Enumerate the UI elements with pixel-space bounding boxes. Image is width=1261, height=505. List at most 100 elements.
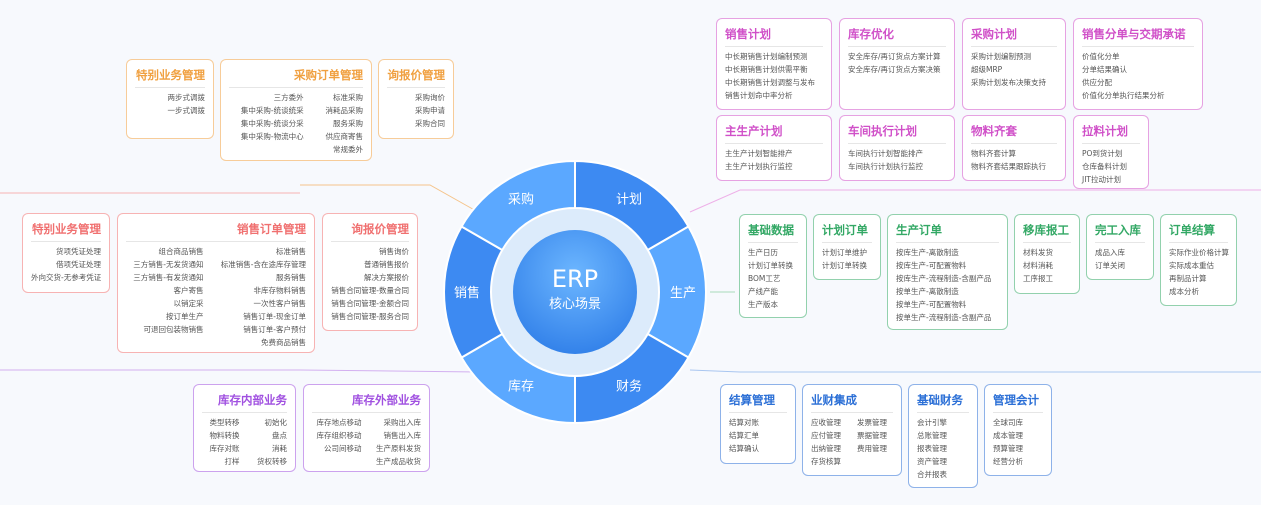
module-item: 销售出入库 — [383, 431, 422, 440]
module-item: 订单关闭 — [1095, 261, 1125, 270]
module-item: 消耗品采购 — [325, 106, 364, 115]
module-item: 按单生产-离散制造 — [896, 287, 959, 296]
module-item: 采购计划发布决策支持 — [971, 78, 1046, 87]
module-title: 采购计划 — [971, 26, 1057, 47]
module-sales-special: 特别业务管理 货项凭证处理借项凭证处理外向交货-无参考凭证 — [22, 213, 110, 293]
segment-layer — [443, 159, 707, 425]
module-items: 货项凭证处理借项凭证处理外向交货-无参考凭证 — [31, 247, 101, 282]
module-items: 全球司库成本管理预算管理经营分析 — [993, 418, 1043, 466]
module-item: 销售计划命中率分析 — [725, 91, 793, 100]
module-item: 集中采购-物流中心 — [240, 132, 304, 141]
center-title: ERP — [552, 265, 598, 293]
module-item: 应收管理 — [811, 418, 841, 427]
module-title: 销售订单管理 — [126, 221, 306, 242]
module-item: 再制品计算 — [1169, 274, 1207, 283]
module-item: 产线产能 — [748, 287, 778, 296]
module-items: 类型转移初始化物料转换盘点库存对账消耗打样货权转移 — [202, 418, 288, 466]
module-item: 按库生产-流程制造-含副产品 — [896, 274, 992, 283]
module-item: 按单生产-可配置物料 — [896, 300, 967, 309]
connector-finance — [689, 369, 1261, 373]
module-title: 业财集成 — [811, 392, 893, 413]
module-items: 成品入库订单关闭 — [1095, 248, 1145, 270]
module-item: 材料发货 — [1023, 248, 1053, 257]
module-item: 标准采购 — [333, 93, 363, 102]
module-purchase-order: 采购订单管理 三方委外标准采购集中采购-统谈统采消耗品采购集中采购-统谈分采服务… — [220, 59, 372, 161]
module-inventory-external: 库存外部业务 库存地点移动采购出入库库存组织移动销售出入库公司间移动生产原料发货… — [303, 384, 430, 472]
module-item: 一步式调拨 — [167, 106, 206, 115]
module-plan-sales: 销售计划 中长期销售计划编制预测中长期销售计划供需平衡中长期销售计划调整与发布销… — [716, 18, 832, 110]
module-item: 三方销售-无发货通知 — [133, 260, 204, 269]
module-purchase-inquiry: 询报价管理 采购询价采购申请采购合同 — [378, 59, 454, 139]
module-item: 出纳管理 — [811, 444, 841, 453]
module-title: 车间执行计划 — [848, 123, 946, 144]
module-items: 安全库存/再订货点方案计算安全库存/再订货点方案决策 — [848, 52, 946, 74]
module-item: 物料转换 — [209, 431, 240, 440]
module-item: 供应分配 — [1082, 78, 1112, 87]
module-sales-inquiry: 询报价管理 销售询价普通销售报价解决方案报价销售合同管理-数量合同销售合同管理-… — [322, 213, 418, 331]
module-item: 采购申请 — [415, 106, 445, 115]
module-item: 常规委外 — [333, 145, 363, 154]
module-item: 实际成本重估 — [1169, 261, 1214, 270]
module-title: 询报价管理 — [331, 221, 409, 242]
module-items: 物料齐套计算物料齐套结果跟踪执行 — [971, 149, 1057, 171]
module-item: 按库生产-可配置物料 — [896, 261, 967, 270]
segment-purchase[interactable] — [460, 159, 576, 252]
module-item: 中长期销售计划调整与发布 — [725, 78, 815, 87]
module-item: 外向交货-无参考凭证 — [31, 273, 102, 282]
module-finance-biz: 业财集成 应收管理发票管理应付管理票据管理出纳管理费用管理存货核算 — [802, 384, 902, 476]
module-item: 按订单生产 — [166, 312, 204, 321]
module-items: 采购询价采购申请采购合同 — [387, 93, 445, 128]
segment-label-finance: 财务 — [616, 379, 642, 395]
segment-label-inventory: 库存 — [508, 379, 534, 395]
module-title: 库存外部业务 — [312, 392, 421, 413]
module-items: 组合商品销售标准销售三方销售-无发货通知标准销售-含在途库存管理三方销售-有发货… — [126, 247, 306, 347]
module-item: 总账管理 — [917, 431, 947, 440]
module-item: 结算对账 — [729, 418, 759, 427]
module-items: 结算对账结算汇单结算确认 — [729, 418, 787, 453]
module-title: 物料齐套 — [971, 123, 1057, 144]
module-production-order: 生产订单 按库生产-离散制造按库生产-可配置物料按库生产-流程制造-含副产品按单… — [887, 214, 1008, 330]
module-item: 货项凭证处理 — [56, 247, 101, 256]
module-item: 解决方案报价 — [364, 273, 409, 282]
module-item: 生产原料发货 — [376, 444, 421, 453]
module-items: 两步式调拨一步式调拨 — [135, 93, 206, 115]
module-item: 材料消耗 — [1023, 261, 1053, 270]
module-item: 货权转移 — [257, 457, 287, 466]
module-item: 标准销售-含在途库存管理 — [220, 260, 306, 269]
module-title: 基础财务 — [917, 392, 969, 413]
module-item: 结算汇单 — [729, 431, 759, 440]
module-item: 可退回包装物销售 — [143, 325, 204, 334]
module-title: 移库报工 — [1023, 222, 1071, 243]
module-title: 基础数据 — [748, 222, 798, 243]
module-item-spacer — [312, 457, 362, 466]
module-item: 免费商品销售 — [261, 338, 306, 347]
module-item: 库存组织移动 — [316, 431, 362, 440]
module-purchase-special: 特别业务管理 两步式调拨一步式调拨 — [126, 59, 214, 139]
module-item: 生产日历 — [748, 248, 778, 257]
module-item: 存货核算 — [811, 457, 841, 466]
module-item: 应付管理 — [811, 431, 841, 440]
module-item: 经营分析 — [993, 457, 1023, 466]
module-items: 三方委外标准采购集中采购-统谈统采消耗品采购集中采购-统谈分采服务采购集中采购-… — [229, 93, 363, 154]
module-item: 物料齐套计算 — [971, 149, 1016, 158]
module-item: 销售订单-现金订单 — [243, 312, 306, 321]
module-item: 盘点 — [272, 431, 287, 440]
module-items: 中长期销售计划编制预测中长期销售计划供需平衡中长期销售计划调整与发布销售计划命中… — [725, 52, 823, 100]
module-item: 集中采购-统谈分采 — [240, 119, 304, 128]
module-items: 库存地点移动采购出入库库存组织移动销售出入库公司间移动生产原料发货生产成品收货 — [312, 418, 422, 466]
module-items: 按库生产-离散制造按库生产-可配置物料按库生产-流程制造-含副产品按单生产-离散… — [896, 248, 999, 322]
module-items: 销售询价普通销售报价解决方案报价销售合同管理-数量合同销售合同管理-金额合同销售… — [331, 247, 409, 321]
module-item: 按库生产-离散制造 — [896, 248, 959, 257]
module-item: 服务销售 — [276, 273, 306, 282]
module-item: 服务采购 — [333, 119, 363, 128]
module-item: 超级MRP — [971, 65, 1003, 74]
module-items: 计划订单维护计划订单转换 — [822, 248, 872, 270]
segment-label-sales: 销售 — [454, 285, 480, 301]
module-plan-master: 主生产计划 主生产计划智能排产主生产计划执行监控 — [716, 115, 832, 181]
connector-plan — [689, 189, 1261, 213]
module-item: 生产成品收货 — [376, 457, 421, 466]
